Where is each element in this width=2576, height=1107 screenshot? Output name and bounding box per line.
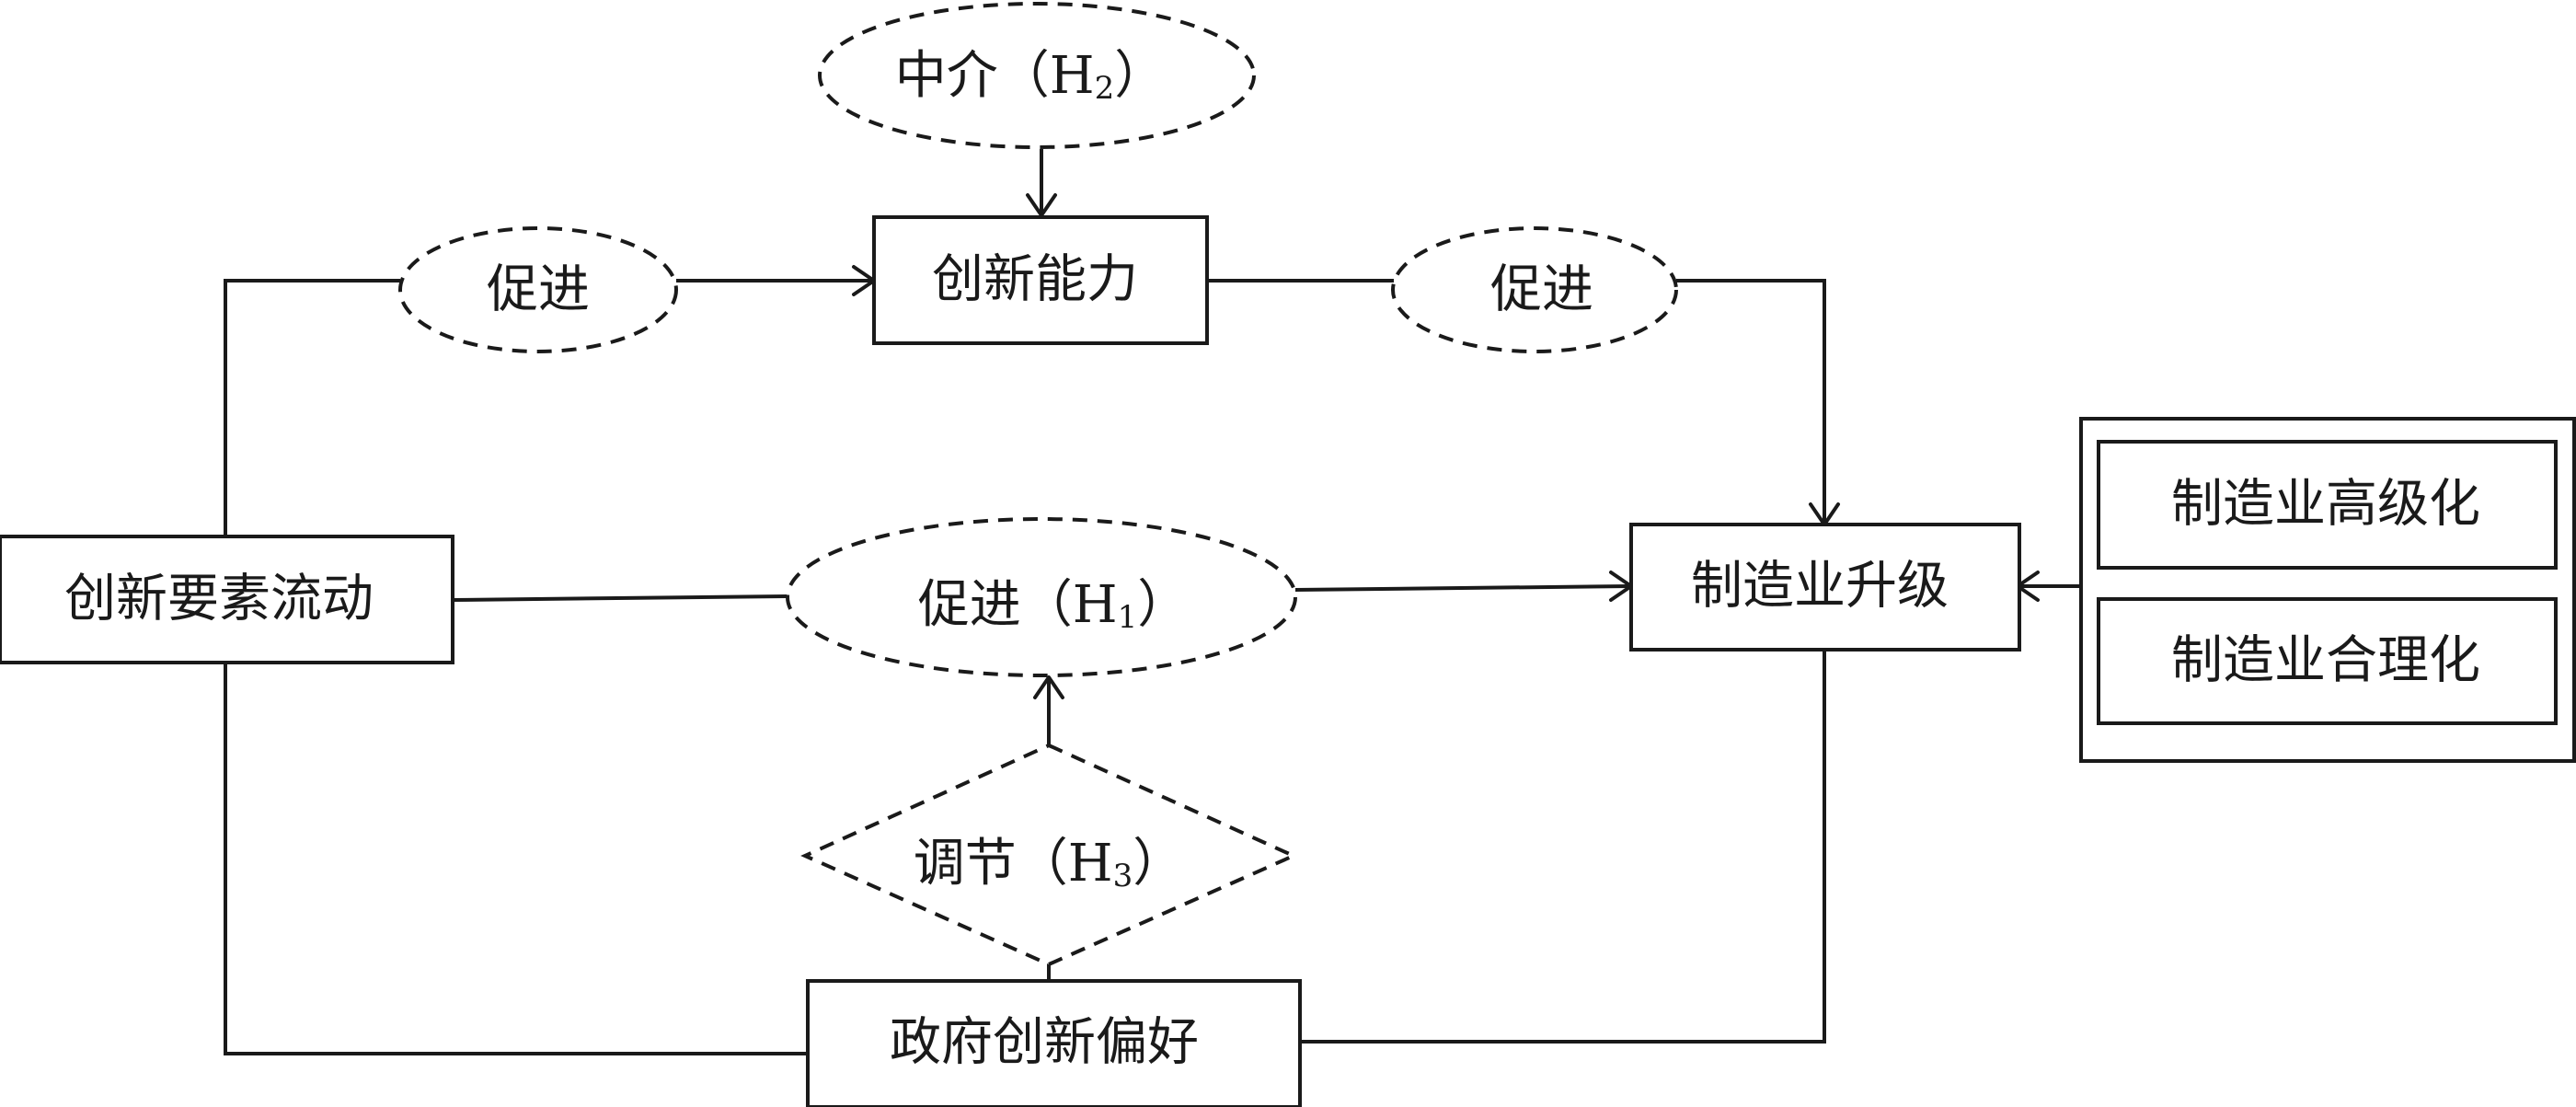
relation-moderation-h3-diamond (800, 743, 1298, 967)
connector-gov-to-upgrade (1300, 650, 1826, 1044)
connector-promote-to-upgrade (1676, 279, 1826, 523)
relation-promote-h1-label: 促进（H1） (918, 575, 1189, 637)
node-gov-innovation-preference: 政府创新偏好 (806, 979, 1302, 1107)
node-innovation-capability-label: 创新能力 (932, 250, 1138, 310)
relation-mediation-h2-ellipse (818, 2, 1256, 149)
node-innovation-factor-flow-label: 创新要素流动 (64, 570, 374, 629)
node-manufacturing-upgrade: 制造业升级 (1629, 523, 2021, 652)
arrowhead-moderation-up (1033, 675, 1064, 699)
node-manufacturing-rational-box (2097, 597, 2558, 725)
relation-promote-left-ellipse (398, 226, 678, 353)
connector-flow-to-h1 (452, 594, 788, 602)
upgrade-dimensions-group: 制造业高级化 制造业合理化 (2079, 417, 2576, 763)
relation-moderation-h3-label: 调节（H3） (914, 834, 1184, 895)
node-gov-innovation-preference-box (806, 979, 1302, 1107)
node-innovation-capability-box (872, 215, 1209, 345)
node-manufacturing-advanced-box (2097, 440, 2558, 570)
node-manufacturing-advanced-label: 制造业高级化 (2171, 475, 2480, 535)
node-manufacturing-upgrade-box (1629, 523, 2021, 652)
relation-promote-left-label: 促进 (487, 260, 590, 320)
relation-promote-right-label: 促进 (1490, 260, 1593, 320)
node-manufacturing-rational-label: 制造业合理化 (2171, 631, 2480, 691)
relation-promote-h1: 促进（H1） (786, 517, 1297, 677)
node-gov-innovation-preference-label: 政府创新偏好 (890, 1013, 1199, 1073)
connector-h1-to-upgrade (1294, 584, 1630, 592)
relation-promote-h1-ellipse (786, 517, 1297, 677)
node-innovation-capability: 创新能力 (872, 215, 1209, 345)
connector-flow-to-gov (224, 663, 808, 1055)
node-innovation-factor-flow-box (0, 535, 454, 664)
node-innovation-factor-flow: 创新要素流动 (0, 535, 454, 664)
relation-mediation-h2: 中介（H2） (818, 2, 1256, 149)
relation-promote-right: 促进 (1391, 226, 1678, 353)
node-manufacturing-upgrade-label: 制造业升级 (1691, 557, 1949, 617)
connector-flow-to-capability (224, 279, 400, 536)
relation-promote-right-ellipse (1391, 226, 1678, 353)
relation-mediation-h2-label: 中介（H2） (895, 46, 1166, 108)
relation-moderation-h3: 调节（H3） (800, 743, 1298, 967)
relation-promote-left: 促进 (398, 226, 678, 353)
